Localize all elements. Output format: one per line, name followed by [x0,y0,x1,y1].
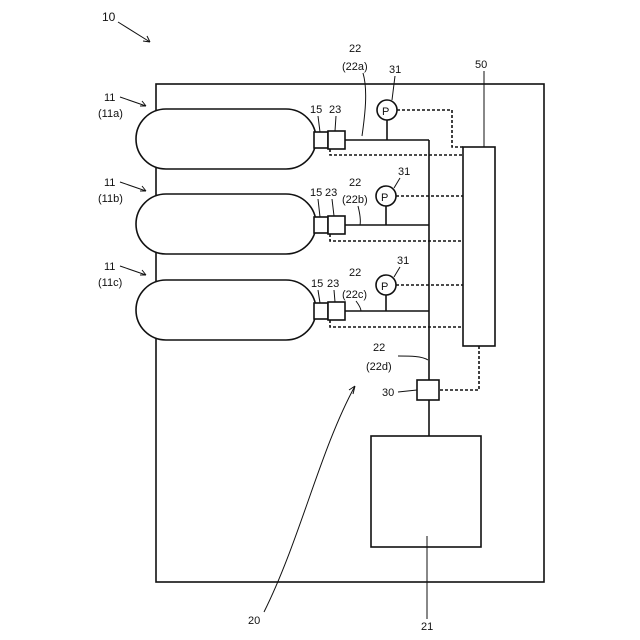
label-controller: 50 [475,59,487,71]
label-pipe-b-num: 22 [349,177,361,189]
leader-pipe-a [362,73,366,136]
label-valve-c-15: 15 [311,278,323,290]
label-sensor-a: 31 [389,64,401,76]
valve-15a [314,132,328,148]
valve-23c [328,302,345,320]
leader-valve-b [318,199,334,217]
leader-sensor-a [392,76,395,100]
signal-valve-b [330,234,463,241]
signal-regulator [439,346,479,390]
label-pipe-c-sub: (22c) [342,289,367,301]
label-housing: 20 [248,615,260,627]
label-pipe-a-num: 22 [349,43,361,55]
label-tank-a-num: 11 [104,92,115,104]
label-valve-c-23: 23 [327,278,339,290]
sensor-b-symbol: P [381,192,388,204]
label-valve-a-15: 15 [310,104,322,116]
label-valve-b-15: 15 [310,187,322,199]
label-pipe-d-sub: (22d) [366,361,392,373]
label-system-10: 10 [102,10,116,24]
sensor-c-symbol: P [381,281,388,293]
regulator-30 [417,380,439,400]
leader-valve-a [318,116,336,132]
label-tank-b-num: 11 [104,177,115,189]
label-pipe-a-sub: (22a) [342,61,368,73]
valve-23a [328,131,345,149]
arrow-tank-c [120,266,146,275]
label-regulator: 30 [382,387,394,399]
label-fuel-cell: 21 [421,621,433,633]
arrow-tank-b [120,182,146,191]
label-tank-b-sub: (11b) [98,193,123,205]
label-sensor-b: 31 [398,166,410,178]
tank-11a [136,109,316,169]
label-pipe-c-num: 22 [349,267,361,279]
arrow-housing [264,386,355,612]
sensor-a-symbol: P [382,106,389,118]
leader-valve-c [318,290,335,303]
valve-15c [314,303,328,319]
controller-50 [463,147,495,346]
label-sensor-c: 31 [397,255,409,267]
label-tank-c-sub: (11c) [98,277,122,289]
leader-pipe-d [398,356,428,360]
label-valve-a-23: 23 [329,104,341,116]
label-tank-a-sub: (11a) [98,108,123,120]
leader-regulator [398,390,417,392]
tank-11b [136,194,316,254]
valve-23b [328,216,345,234]
signal-valve-a [330,149,463,155]
fuel-cell-21 [371,436,481,547]
leader-pipe-b [358,206,360,225]
leader-pipe-c [356,301,361,311]
signal-valve-c [330,320,463,327]
arrow-tank-a [120,97,146,106]
label-pipe-d-num: 22 [373,342,385,354]
leader-sensor-b [394,178,400,188]
valve-15b [314,217,328,233]
arrow-system [118,22,150,42]
tank-11c [136,280,316,340]
label-valve-b-23: 23 [325,187,337,199]
leader-sensor-c [394,267,400,277]
label-tank-c-num: 11 [104,261,115,273]
signal-sensor-a [397,110,463,147]
label-pipe-b-sub: (22b) [342,194,368,206]
